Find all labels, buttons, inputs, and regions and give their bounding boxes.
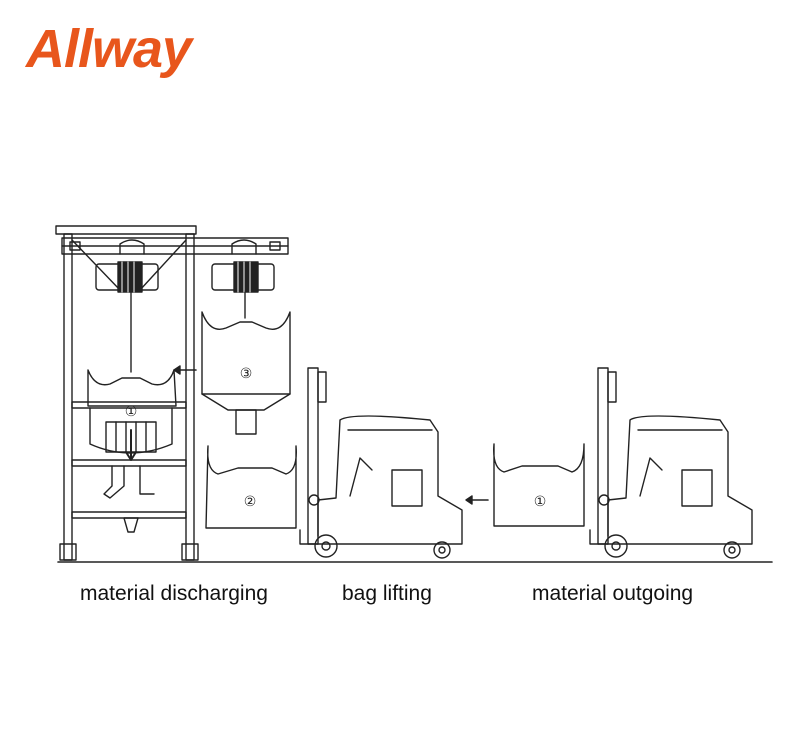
caption-bag-lifting: bag lifting	[342, 582, 432, 605]
hoist-icon	[211, 261, 275, 319]
hoist-icon	[95, 261, 159, 373]
discharge-frame	[55, 225, 199, 561]
bulk-bag-icon	[205, 445, 297, 529]
flow-arrow-icon	[173, 365, 197, 375]
bulk-bag-icon	[87, 369, 177, 533]
allway-logo: Allway	[26, 19, 192, 79]
step-number-3: ③	[240, 366, 253, 382]
bulk-bag-icon	[493, 443, 585, 527]
step-number-1-frame: ①	[125, 404, 138, 420]
crane-rail	[61, 237, 289, 255]
step-number-1-outgoing: ①	[534, 494, 547, 510]
flow-arrow-icon	[465, 495, 489, 505]
forklift-icon	[299, 367, 463, 559]
bulk-bag-icon	[201, 311, 291, 435]
caption-material-outgoing: material outgoing	[532, 582, 694, 605]
caption-material-discharging: material discharging	[80, 582, 268, 605]
step-number-2: ②	[244, 494, 257, 510]
forklift-icon	[589, 367, 753, 559]
